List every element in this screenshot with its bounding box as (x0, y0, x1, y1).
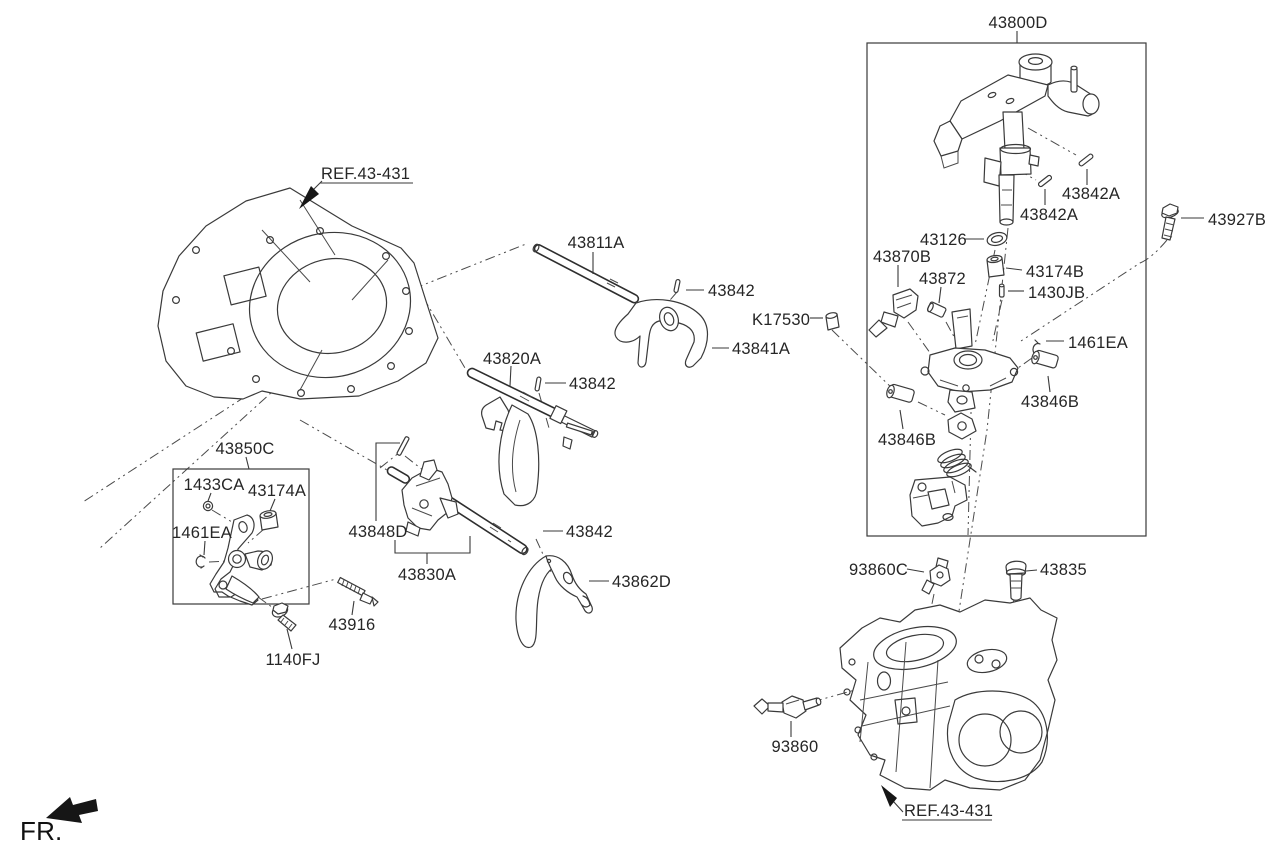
snap-ring-1461ea-left (195, 554, 206, 569)
shift-lug-43848d (401, 459, 459, 537)
fork-blade (498, 404, 540, 507)
bolt-43927b (1161, 203, 1179, 241)
transaxle-housing-drawing (839, 597, 1058, 791)
part-label-43800d: 43800D (989, 14, 1048, 32)
shift-rail-43811a (532, 243, 640, 304)
part-label-43848d: 43848D (349, 523, 408, 541)
pin-43872 (926, 301, 947, 318)
part-label-43842-1: 43842 (708, 282, 755, 300)
part-label-43174b: 43174B (1026, 263, 1084, 281)
part-label-43850c: 43850C (216, 440, 275, 458)
nut-1433ca (202, 500, 214, 512)
spring-pin-43842-1 (673, 278, 681, 294)
part-label-43842a-1: 43842A (1062, 185, 1120, 203)
part-label-43842-2: 43842 (569, 375, 616, 393)
leader-lines (203, 31, 1204, 737)
plug-43835 (1005, 560, 1027, 601)
control-shaft-cover (920, 308, 1019, 413)
switch-93860c (921, 557, 951, 595)
part-label-43872: 43872 (919, 270, 966, 288)
part-label-43126: 43126 (920, 231, 967, 249)
shift-fork-43841a (614, 299, 709, 368)
part-label-1433ca: 1433CA (184, 476, 245, 494)
clamp-bracket (909, 476, 968, 527)
part-labels: 43800D REF.43-431 43811A 43842 K17530 43… (20, 14, 1266, 846)
part-label-43927b: 43927B (1208, 211, 1266, 229)
bushing-43174a (259, 510, 279, 531)
part-label-43862d: 43862D (612, 573, 671, 591)
shift-rail-43820a (466, 367, 599, 507)
part-label-93860c: 93860C (849, 561, 908, 579)
part-label-43916: 43916 (329, 616, 376, 634)
part-label-43820a: 43820A (483, 350, 541, 368)
bushing-43174b (986, 254, 1005, 278)
part-label-43841a: 43841A (732, 340, 790, 358)
part-label-93860: 93860 (772, 738, 819, 756)
fr-direction-arrow (46, 797, 98, 823)
spring-pin-43842a-2 (1037, 174, 1053, 188)
part-label-43835: 43835 (1040, 561, 1087, 579)
part-label-1430jb: 1430JB (1028, 284, 1085, 302)
part-label-k17530: K17530 (752, 311, 810, 329)
pin-1430jb (998, 283, 1005, 298)
part-label-43174a: 43174A (248, 482, 306, 500)
part-label-43870b: 43870B (873, 248, 931, 266)
part-label-1461ea-left: 1461EA (172, 524, 232, 542)
part-label-1461ea-right: 1461EA (1068, 334, 1128, 352)
select-lever-43850c (209, 514, 274, 606)
switch-93860 (753, 695, 822, 719)
ref-label-top: REF.43-431 (321, 165, 410, 183)
part-label-43846b-right: 43846B (1021, 393, 1079, 411)
ref-bottom-arrow (881, 785, 992, 821)
part-label-43846b-left: 43846B (878, 431, 936, 449)
part-label-43811a: 43811A (568, 234, 625, 252)
switch-43870b (868, 288, 919, 338)
shift-rail-43830a (386, 466, 529, 556)
part-label-43842a-2: 43842A (1020, 206, 1078, 224)
ref-label-bottom: REF.43-431 (904, 802, 993, 820)
spring-pin-43842-2 (534, 376, 542, 392)
part-label-43842-3: 43842 (566, 523, 613, 541)
pin-43848d-top (396, 436, 410, 456)
plunger-43846b-right (1031, 349, 1059, 369)
cap-k17530 (825, 312, 840, 331)
clutch-housing-drawing (157, 187, 439, 400)
ref-top-arrow (299, 180, 413, 209)
shift-fork-43862d (515, 555, 593, 649)
spring-pin-43842a-1 (1078, 153, 1094, 167)
part-label-1140fj: 1140FJ (265, 651, 320, 669)
lever-shaft-assembly-43800d (933, 53, 1100, 226)
bracket-piece (947, 412, 977, 440)
screw-43916 (337, 576, 379, 607)
assembly-box-43800d (866, 42, 1147, 537)
plunger-43846b-left (886, 383, 915, 403)
bolt-1140fj (271, 602, 297, 632)
part-label-43830a: 43830A (398, 566, 456, 584)
assembly-box-43850c (172, 468, 310, 605)
fr-label: FR. (20, 816, 62, 846)
oil-seal-43126 (986, 231, 1008, 247)
coil-spring (937, 448, 977, 478)
